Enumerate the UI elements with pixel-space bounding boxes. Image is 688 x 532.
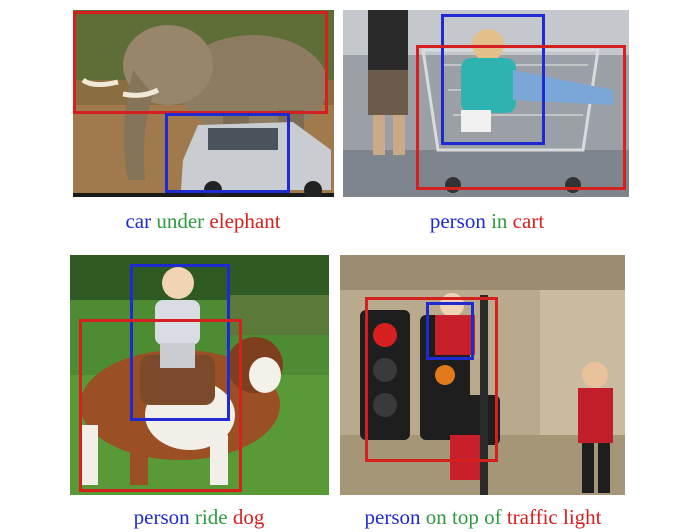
subject-box [426,302,474,360]
caption-predicate: under [156,209,205,233]
caption-person-in-cart: person in cart [430,209,544,233]
caption-car-under-elephant: car under elephant [125,209,280,233]
caption-object: elephant [209,209,281,233]
object-box [416,45,626,190]
panel-person-in-cart [343,10,629,197]
caption-person-on-top-of-traffic-light: person on top of traffic light [365,505,602,529]
caption-subject: person [429,209,486,233]
caption-object: traffic light [506,505,602,529]
traffic-light-photo [340,255,625,495]
caption-predicate: ride [194,505,228,529]
panel-person-ride-dog [70,255,329,495]
subject-box [441,14,545,145]
panel-car-under-elephant [73,10,334,197]
subject-box [165,113,290,193]
caption-subject: car [125,209,152,233]
caption-object: cart [512,209,545,233]
caption-predicate: on top of [425,505,502,529]
caption-person-ride-dog: person ride dog [134,505,265,529]
caption-subject: person [133,505,190,529]
object-box [73,11,328,114]
elephant-photo [73,10,334,197]
caption-predicate: in [491,209,508,233]
object-box [365,297,498,462]
subject-box [130,264,230,421]
object-box [79,319,242,492]
panel-person-on-top-of-traffic-light [340,255,625,495]
caption-object: dog [232,505,265,529]
caption-subject: person [364,505,421,529]
